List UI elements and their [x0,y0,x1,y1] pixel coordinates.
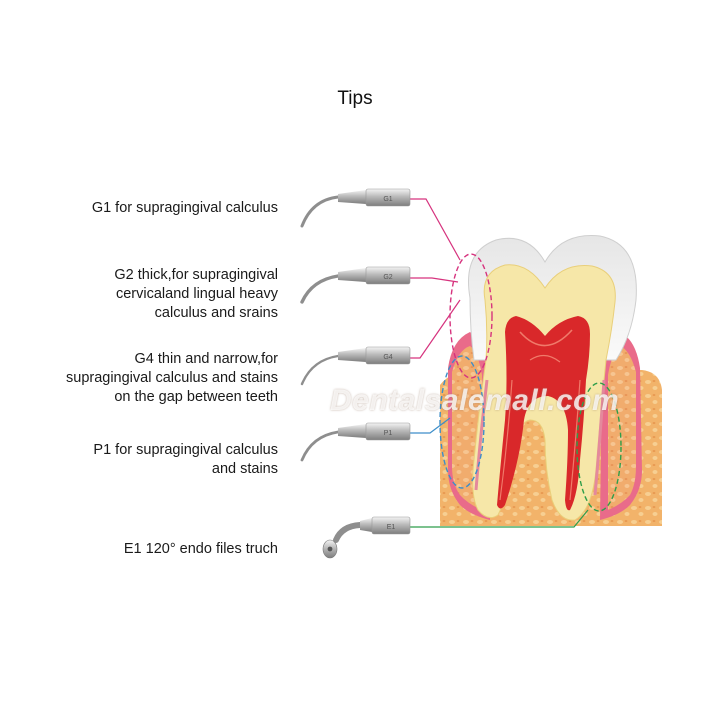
tip-label-p1: P1 for supragingival calculus and stains [93,441,278,479]
highlight-p1 [439,355,485,489]
pulp [497,316,590,511]
connectors [409,198,589,528]
tip-label-line: cervicaland lingual heavy [115,286,278,302]
tip-label-line: G4 thin and narrow,for [134,351,278,367]
engraving: E1 [387,524,396,531]
tip-label-g1: G1 for supragingival calculus [92,199,278,218]
engraving: P1 [384,430,393,437]
tip-label-g4: G4 thin and narrow,for supragingival cal… [66,350,278,407]
tip-label-line: supragingival calculus and stains [66,370,278,386]
connector-p1 [409,417,451,434]
tip-label-e1: E1 120° endo files truch [124,540,278,559]
tip-p1-image: P1 [300,422,411,462]
connector-g4 [409,299,461,359]
tip-label-g2: G2 thick,for supragingival cervicaland l… [114,266,278,323]
engraving: G4 [383,354,392,361]
tip-g4-image: G4 [300,346,411,386]
tip-g2-image: G2 [300,266,411,304]
tip-g1-image: G1 [300,188,411,228]
tip-label-line: G2 thick,for supragingival [114,267,278,283]
tip-e1-image: E1 [322,516,411,559]
page-title: Tips [337,88,373,109]
tip-label-line: calculus and srains [154,305,278,321]
tip-label-line: P1 for supragingival calculus [93,442,278,458]
connector-g2 [409,277,459,283]
tip-label-line: G1 for supragingival calculus [91,200,278,216]
tip-label-line: and stains [211,461,278,477]
connector-e1 [409,509,589,528]
engraving: G2 [383,274,392,281]
tip-label-line: on the gap between teeth [114,389,278,405]
engraving: G1 [383,196,392,203]
tip-label-line: E1 120° endo files truch [123,541,278,557]
highlight-g [449,253,493,379]
cementum [474,379,606,496]
gum [448,332,642,520]
connector-g1 [409,198,461,261]
watermark: Dentalsalemall.com [330,384,620,417]
highlight-e1 [576,382,622,512]
